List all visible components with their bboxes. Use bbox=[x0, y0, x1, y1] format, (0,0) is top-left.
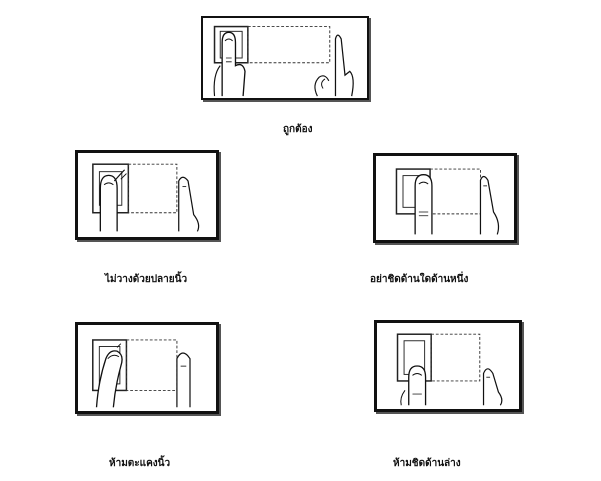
caption-bottom: ห้ามชิดด้านล่าง bbox=[393, 458, 461, 469]
illustration-tilted bbox=[75, 322, 219, 414]
finger-side-drawing bbox=[395, 168, 500, 235]
caption-correct: ถูกต้อง bbox=[283, 124, 313, 135]
finger-bottom-drawing bbox=[396, 333, 503, 406]
finger-correct-drawing bbox=[213, 25, 354, 97]
illustration-bottom bbox=[374, 320, 522, 412]
caption-tilted: ห้ามตะแคงนิ้ว bbox=[109, 458, 171, 469]
illustration-correct bbox=[201, 16, 369, 100]
finger-tilted-drawing bbox=[92, 339, 191, 408]
caption-side: อย่าชิดด้านใดด้านหนึ่ง bbox=[370, 274, 469, 285]
illustration-side bbox=[373, 153, 517, 243]
finger-fingertip-drawing bbox=[92, 163, 200, 232]
caption-fingertip: ไม่วางด้วยปลายนิ้ว bbox=[105, 274, 188, 285]
illustration-fingertip bbox=[75, 150, 219, 240]
